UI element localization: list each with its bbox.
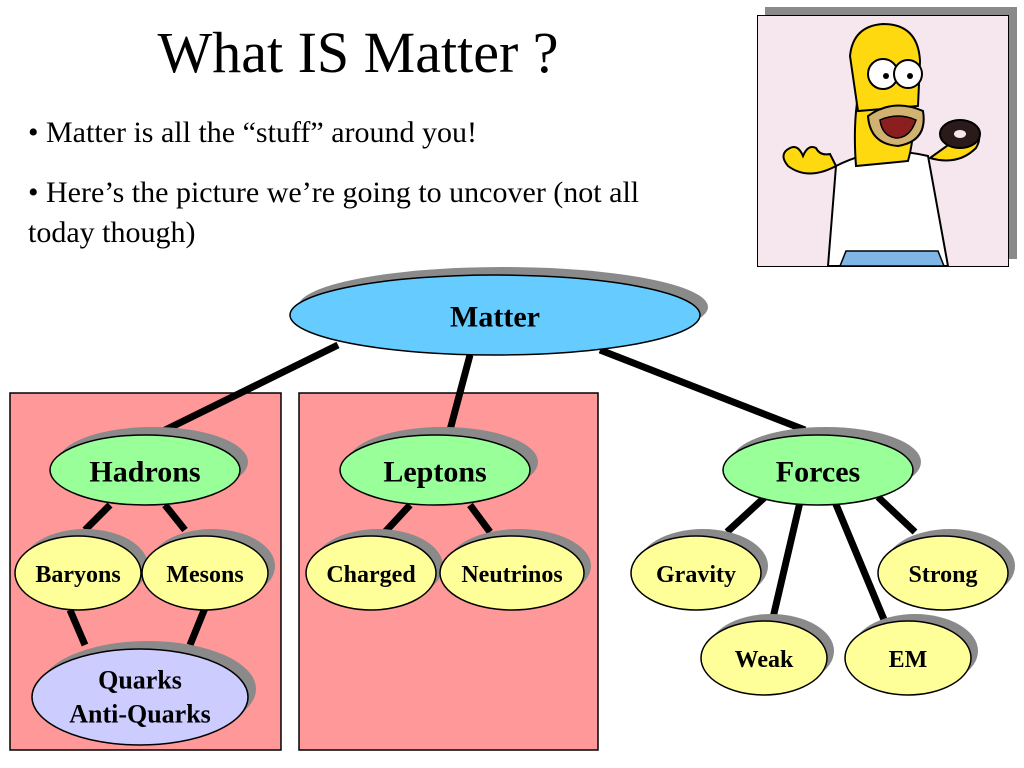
bullet-point-2: • Here’s the picture we’re going to unco… (28, 176, 640, 249)
cartoon-image (757, 15, 1009, 267)
connector-lines (66, 341, 918, 647)
node-weak: Weak (700, 614, 834, 696)
node-gravity: Gravity (630, 529, 768, 611)
node-strong-label: Strong (909, 562, 978, 588)
node-forces-label: Forces (776, 456, 860, 489)
node-leptons: Leptons (339, 427, 538, 506)
node-baryons-label: Baryons (35, 562, 120, 588)
node-quarks: Quarks Anti-Quarks (31, 641, 256, 746)
node-mesons-label: Mesons (166, 562, 243, 588)
node-weak-label: Weak (735, 647, 794, 673)
node-em: EM (844, 614, 978, 696)
node-matter: Matter (289, 267, 708, 356)
node-baryons: Baryons (14, 529, 148, 611)
node-matter-label: Matter (450, 301, 540, 334)
bullet-point-1: • Matter is all the “stuff” around you! (28, 116, 477, 149)
node-neutrinos-label: Neutrinos (461, 562, 562, 588)
node-charged-label: Charged (326, 562, 416, 588)
node-neutrinos: Neutrinos (439, 529, 591, 611)
node-forces: Forces (722, 427, 921, 506)
slide-title: What IS Matter ? (157, 20, 559, 85)
node-charged: Charged (305, 529, 443, 611)
node-hadrons: Hadrons (49, 427, 248, 506)
node-gravity-label: Gravity (656, 562, 736, 588)
cartoon-illustration (782, 22, 981, 266)
node-hadrons-label: Hadrons (89, 456, 200, 489)
node-em-label: EM (889, 647, 928, 673)
node-mesons: Mesons (141, 529, 275, 611)
node-leptons-label: Leptons (383, 456, 486, 489)
node-strong: Strong (877, 529, 1015, 611)
node-anti-quarks-label: Anti-Quarks (69, 700, 211, 729)
node-quarks-label: Quarks (98, 666, 182, 695)
